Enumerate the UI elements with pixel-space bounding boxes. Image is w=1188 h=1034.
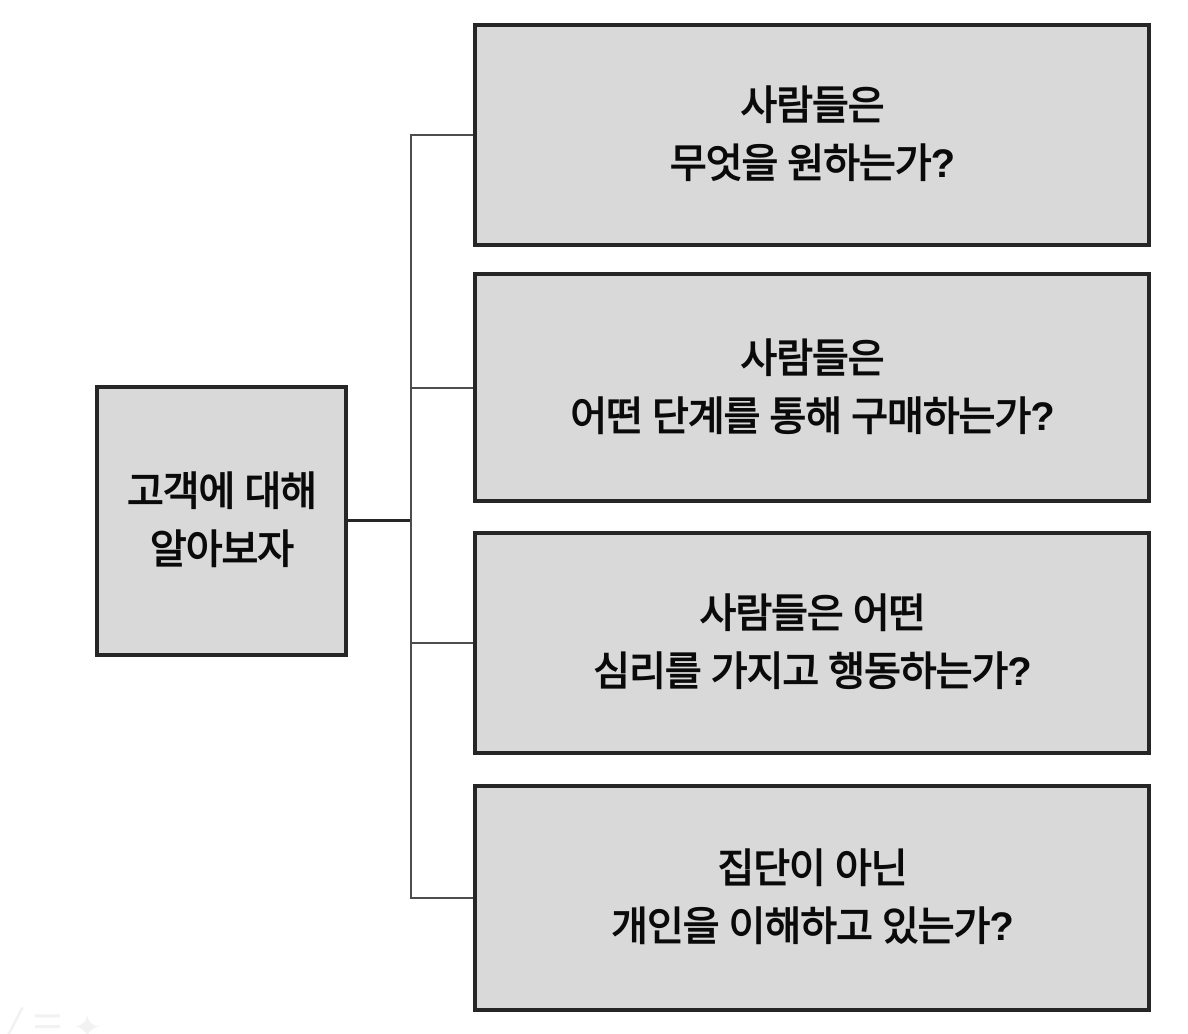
root-node-label: 고객에 대해 알아보자 [99, 463, 344, 579]
node-text-line: 어떤 단계를 통해 구매하는가? [570, 394, 1054, 439]
connector-branch-3 [410, 642, 473, 644]
node-text-line: 사람들은 어떤 [699, 592, 926, 636]
child-node-box-3: 사람들은 어떤 심리를 가지고 행동하는가? [473, 531, 1151, 755]
child-node-box-1: 사람들은 무엇을 원하는가? [473, 23, 1151, 247]
connector-branch-2 [410, 387, 473, 389]
watermark-star-icon: ✦ [72, 1009, 102, 1034]
watermark-bars-icon: ☰ [32, 1009, 63, 1034]
connector-branch-1 [410, 134, 473, 136]
child-node-box-2: 사람들은 어떤 단계를 통해 구매하는가? [473, 272, 1151, 503]
child-node-label-1: 사람들은 무엇을 원하는가? [477, 77, 1147, 193]
node-text-line: 사람들은 [740, 336, 884, 381]
node-text-line: 심리를 가지고 행동하는가? [593, 650, 1031, 694]
node-text-line: 사람들은 [740, 84, 884, 128]
node-text-line: 알아보자 [149, 528, 294, 572]
node-text-line: 고객에 대해 [126, 470, 317, 514]
child-node-label-3: 사람들은 어떤 심리를 가지고 행동하는가? [477, 585, 1147, 701]
connector-root-stub [348, 519, 410, 522]
node-text-line: 무엇을 원하는가? [669, 142, 955, 186]
root-node-box: 고객에 대해 알아보자 [95, 385, 348, 657]
watermark: ╱ ☰ ✦ [2, 1008, 101, 1034]
child-node-box-4: 집단이 아닌 개인을 이해하고 있는가? [473, 784, 1151, 1012]
child-node-label-2: 사람들은 어떤 단계를 통해 구매하는가? [477, 330, 1147, 446]
watermark-slash-icon: ╱ [2, 1009, 23, 1034]
node-text-line: 집단이 아닌 [717, 847, 907, 891]
connector-trunk [410, 134, 412, 899]
node-text-line: 개인을 이해하고 있는가? [611, 905, 1014, 949]
connector-branch-4 [410, 897, 473, 899]
child-node-label-4: 집단이 아닌 개인을 이해하고 있는가? [477, 840, 1147, 956]
